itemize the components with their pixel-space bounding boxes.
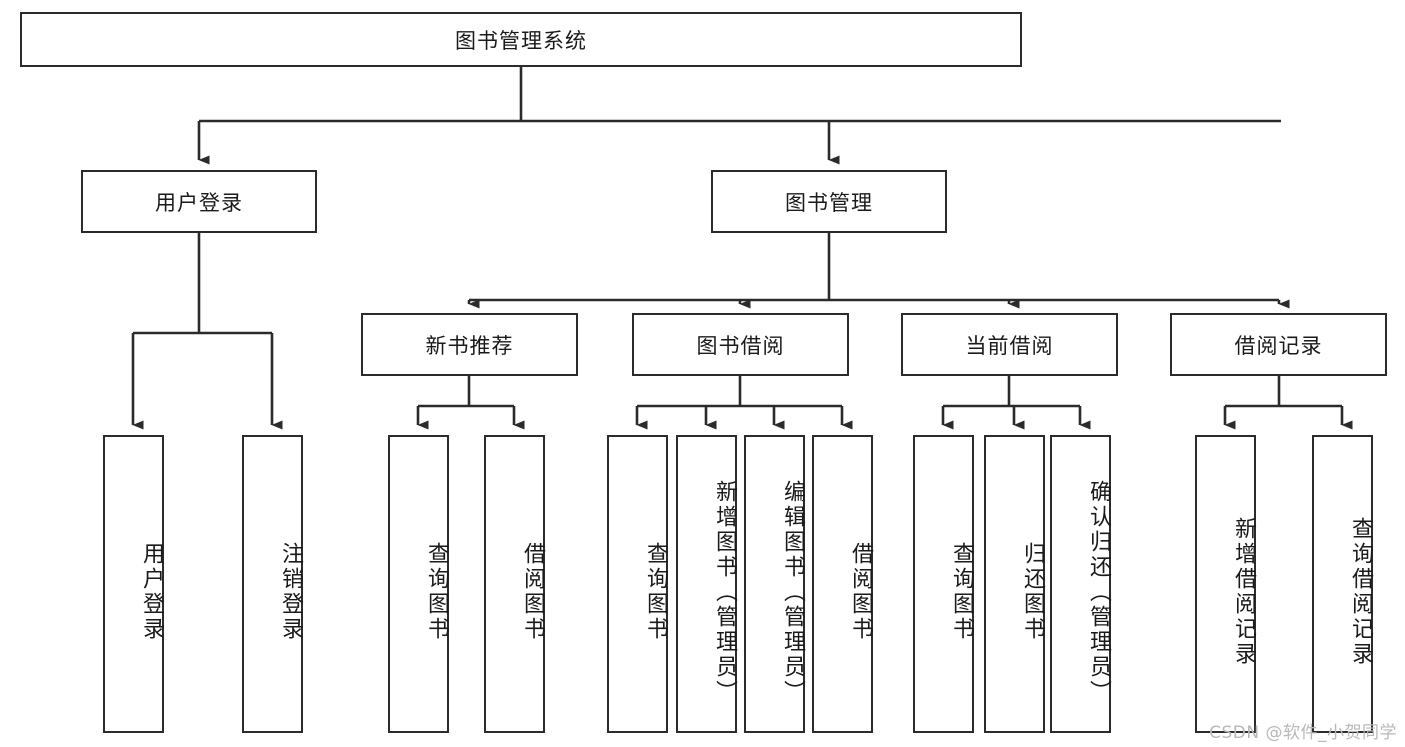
leaf-borrow-borrow-book[interactable]: 借阅图书 — [812, 435, 873, 733]
node-borrow-record[interactable]: 借阅记录 — [1170, 313, 1387, 376]
leaf-borrow-add-book[interactable]: 新增图书（管理员） — [676, 435, 737, 733]
node-label: 当前借阅 — [965, 333, 1054, 358]
leaf-record-query[interactable]: 查询借阅记录 — [1312, 435, 1373, 733]
node-label: 借阅图书 — [848, 542, 873, 642]
node-label: 新书推荐 — [425, 333, 514, 358]
node-label: 编辑图书（管理员） — [780, 479, 805, 705]
leaf-record-add[interactable]: 新增借阅记录 — [1195, 435, 1256, 733]
node-new-book-recommend[interactable]: 新书推荐 — [361, 313, 578, 376]
node-label: 借阅记录 — [1234, 333, 1323, 358]
node-label: 图书管理 — [785, 190, 873, 215]
node-label: 确认归还（管理员） — [1086, 479, 1111, 705]
node-label: 归还图书 — [1020, 542, 1045, 642]
node-root-system[interactable]: 图书管理系统 — [20, 12, 1022, 67]
node-current-borrow[interactable]: 当前借阅 — [901, 313, 1118, 376]
leaf-current-confirm-return[interactable]: 确认归还（管理员） — [1050, 435, 1111, 733]
node-label: 查询借阅记录 — [1348, 517, 1373, 667]
leaf-current-return-book[interactable]: 归还图书 — [984, 435, 1045, 733]
node-label: 查询图书 — [643, 542, 668, 642]
node-book-borrow[interactable]: 图书借阅 — [632, 313, 849, 376]
leaf-user-login[interactable]: 用户登录 — [103, 435, 164, 733]
leaf-recommend-query-book[interactable]: 查询图书 — [388, 435, 449, 733]
leaf-recommend-borrow-book[interactable]: 借阅图书 — [484, 435, 545, 733]
node-user-login[interactable]: 用户登录 — [81, 170, 317, 233]
node-label: 新增图书（管理员） — [712, 479, 737, 705]
leaf-borrow-query-book[interactable]: 查询图书 — [607, 435, 668, 733]
node-label: 图书借阅 — [696, 333, 785, 358]
node-label: 用户登录 — [155, 190, 243, 215]
leaf-borrow-edit-book[interactable]: 编辑图书（管理员） — [744, 435, 805, 733]
node-label: 注销登录 — [278, 542, 303, 642]
node-label: 新增借阅记录 — [1231, 517, 1256, 667]
node-book-management[interactable]: 图书管理 — [711, 170, 947, 233]
watermark: CSDN @软件_小贺同学 — [1209, 723, 1397, 743]
node-label: 图书管理系统 — [455, 28, 587, 53]
node-label: 查询图书 — [949, 542, 974, 642]
node-label: 借阅图书 — [520, 542, 545, 642]
leaf-logout[interactable]: 注销登录 — [242, 435, 303, 733]
leaf-current-query-book[interactable]: 查询图书 — [913, 435, 974, 733]
node-label: 用户登录 — [139, 542, 164, 642]
node-label: 查询图书 — [424, 542, 449, 642]
